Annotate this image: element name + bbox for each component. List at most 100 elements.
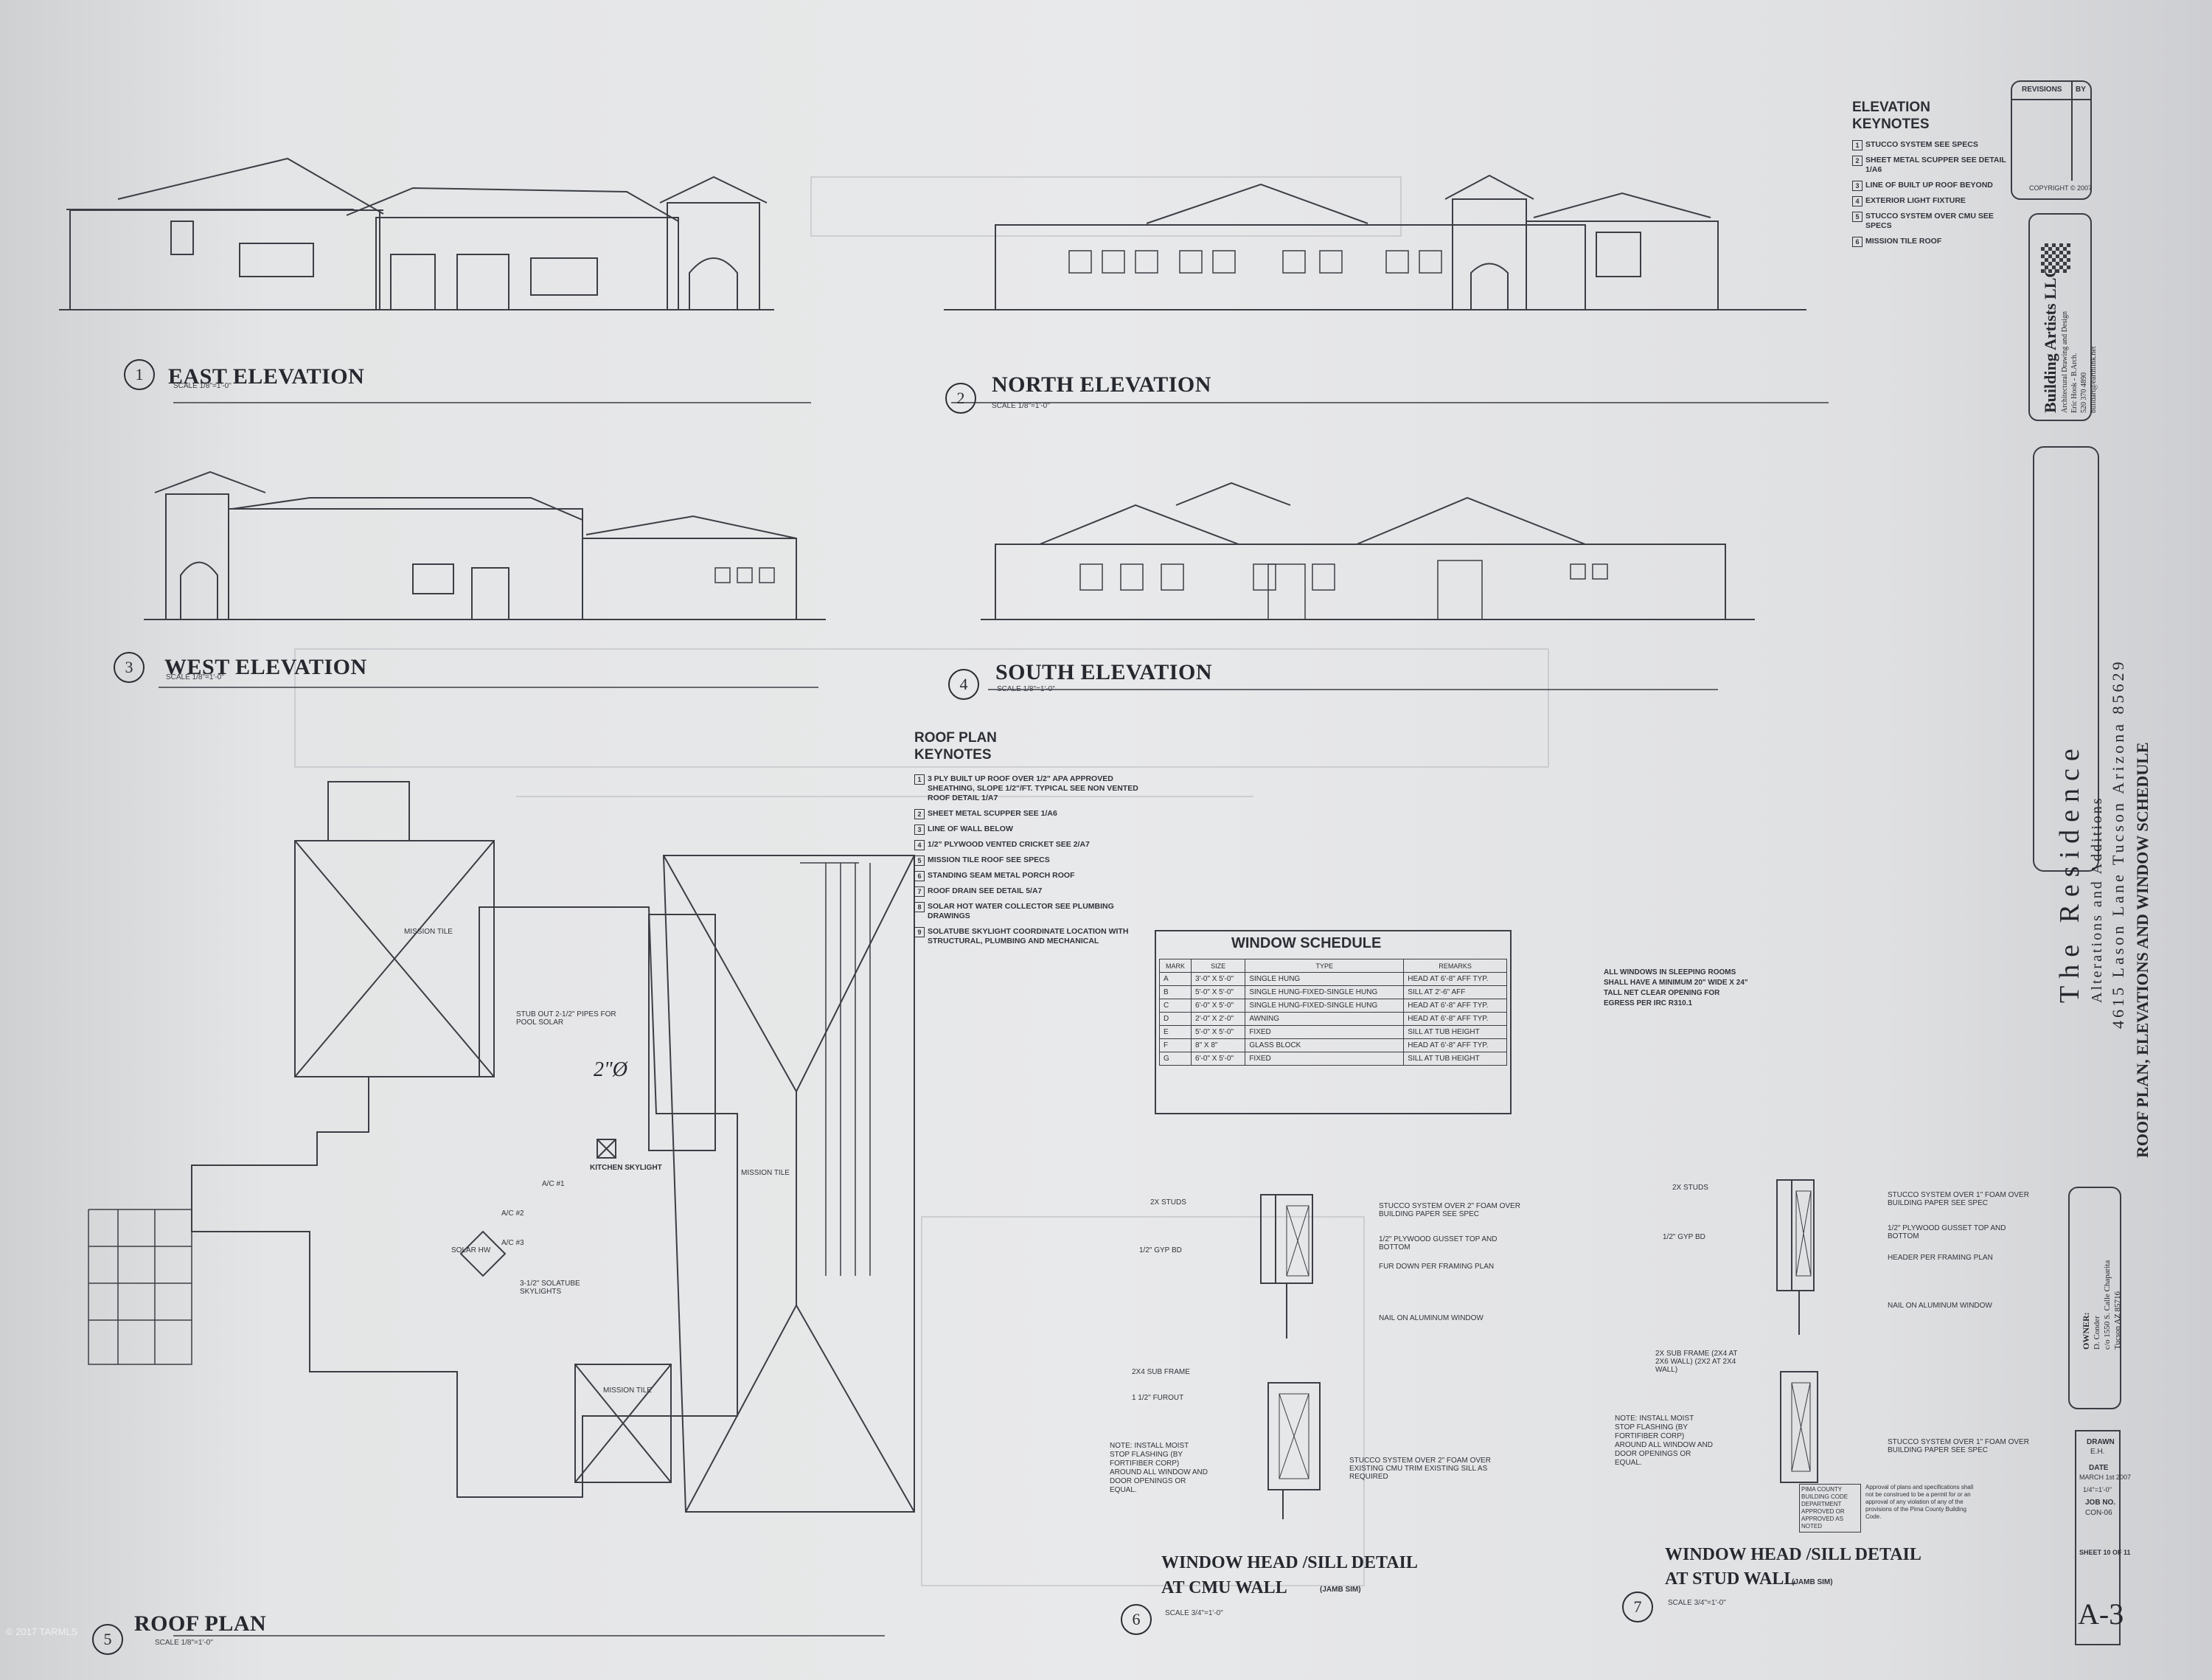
detail-stud-scale: SCALE 3/4"=1'-0": [1668, 1599, 1726, 1607]
date-label: DATE: [2089, 1464, 2109, 1472]
sheet-description: ROOF PLAN, ELEVATIONS AND WINDOW SCHEDUL…: [2133, 742, 2152, 1158]
firm-line-3: 520 370 4890: [2080, 372, 2088, 413]
copyright: COPYRIGHT © 2007: [2029, 184, 2092, 192]
west-elevation-scale: SCALE 1/8"=1'-0": [166, 673, 224, 681]
ac3-label: A/C #3: [501, 1239, 524, 1247]
ws-header-remarks: REMARKS: [1403, 959, 1507, 973]
roof-plan-scale: SCALE 1/8"=1'-0": [155, 1639, 213, 1647]
owner-line-2: c/o 1550 S. Calle Chaparita: [2103, 1260, 2112, 1350]
roof-plan-drawing: [88, 781, 915, 1636]
mls-watermark: © 2017 TARMLS: [6, 1626, 78, 1637]
south-elevation-title: SOUTH ELEVATION: [995, 660, 1212, 684]
roof-plan-title: ROOF PLAN: [134, 1611, 267, 1636]
cmu-callout-stucco-top: STUCCO SYSTEM OVER 2" FOAM OVER BUILDING…: [1379, 1202, 1520, 1218]
revisions-label: REVISIONS: [2022, 86, 2062, 94]
cmu-flashing-note: NOTE: INSTALL MOIST STOP FLASHING (BY FO…: [1110, 1442, 1208, 1494]
north-elevation-scale: SCALE 1/8"=1'-0": [992, 402, 1050, 410]
stud-callout-header: HEADER PER FRAMING PLAN: [1888, 1254, 1993, 1262]
cmu-callout-subframe: 2X4 SUB FRAME: [1132, 1368, 1190, 1376]
east-elevation-drawing: [59, 157, 811, 403]
roof-keynotes-title-1: ROOF PLAN: [914, 730, 997, 746]
cmu-callout-studs: 2X STUDS: [1150, 1198, 1186, 1207]
roof-plan-number: 5: [92, 1624, 123, 1655]
south-elevation-scale: SCALE 1/8"=1'-0": [997, 685, 1055, 693]
west-elevation-drawing: [144, 471, 826, 688]
cmu-wall-detail-drawing: [1260, 1194, 1321, 1519]
cmu-callout-furdown: FUR DOWN PER FRAMING PLAN: [1379, 1263, 1495, 1271]
approval-note: Approval of plans and specifications sha…: [1865, 1484, 1974, 1520]
south-elevation-drawing: [981, 482, 1755, 690]
drawn-label: DRAWN: [2087, 1438, 2115, 1446]
drawn-value: E.H.: [2090, 1448, 2105, 1456]
stub-out-note: STUB OUT 2-1/2" PIPES FOR POOL SOLAR: [516, 1010, 616, 1027]
stud-callout-nail-on: NAIL ON ALUMINUM WINDOW: [1888, 1302, 1992, 1310]
title-block-frames: [2011, 80, 2121, 1645]
mission-tile-label-1: MISSION TILE: [404, 928, 453, 936]
ws-header-mark: MARK: [1158, 959, 1192, 973]
firm-logo-icon: [2041, 243, 2070, 273]
job-value: CON-06: [2085, 1509, 2112, 1517]
detail-cmu-scale: SCALE 3/4"=1'-0": [1165, 1609, 1223, 1617]
window-schedule-frame: [1155, 930, 1512, 1114]
east-elevation-number: 1: [124, 359, 155, 390]
stud-callout-gyp: 1/2" GYP BD: [1663, 1233, 1705, 1241]
detail-stud-title-1: WINDOW HEAD /SILL DETAIL: [1665, 1545, 1921, 1564]
west-elevation-number: 3: [114, 652, 145, 683]
job-label: JOB NO.: [2085, 1499, 2116, 1507]
sheet-of: SHEET 10 OF 11: [2079, 1549, 2131, 1556]
handwritten-pipe-size: 2"Ø: [594, 1058, 627, 1081]
detail-cmu-title-2: AT CMU WALL: [1161, 1578, 1287, 1597]
egress-note: ALL WINDOWS IN SLEEPING ROOMS SHALL HAVE…: [1604, 968, 1748, 1007]
cmu-callout-furout: 1 1/2" FUROUT: [1132, 1394, 1184, 1402]
solatube-note: 3-1/2" SOLATUBE SKYLIGHTS: [520, 1280, 580, 1296]
cmu-callout-nail-on: NAIL ON ALUMINUM WINDOW: [1379, 1314, 1484, 1322]
north-elevation-drawing: [944, 174, 1829, 403]
stud-callout-gusset: 1/2" PLYWOOD GUSSET TOP AND BOTTOM: [1888, 1224, 2006, 1240]
detail-cmu-number: 6: [1121, 1604, 1152, 1635]
detail-cmu-jamb: (JAMB SIM): [1320, 1586, 1361, 1594]
north-elevation-number: 2: [945, 383, 976, 414]
scale-value: 1/4"=1'-0": [2083, 1486, 2112, 1493]
detail-cmu-title-1: WINDOW HEAD /SILL DETAIL: [1161, 1553, 1418, 1572]
owner-line-3: Tucson AZ 85716: [2113, 1291, 2122, 1350]
stud-flashing-note: NOTE: INSTALL MOIST STOP FLASHING (BY FO…: [1615, 1415, 1713, 1467]
owner-label: OWNER:: [2081, 1312, 2091, 1350]
north-elevation-title: NORTH ELEVATION: [992, 372, 1211, 397]
detail-stud-title-2: AT STUD WALL: [1665, 1569, 1796, 1589]
firm-name: Building Artists LLC: [2041, 265, 2059, 413]
firm-line-2: Eric Hook - B.Arch.: [2070, 353, 2079, 413]
mission-tile-label-2: MISSION TILE: [741, 1169, 790, 1177]
cmu-callout-gyp: 1/2" GYP BD: [1139, 1246, 1182, 1254]
east-elevation-scale: SCALE 1/8"=1'-0": [173, 382, 232, 390]
east-elevation-title: EAST ELEVATION: [168, 364, 365, 389]
ac2-label: A/C #2: [501, 1209, 524, 1218]
approval-stamp: PIMA COUNTY BUILDING CODE DEPARTMENT APP…: [1799, 1484, 1861, 1533]
cmu-callout-gusset: 1/2" PLYWOOD GUSSET TOP AND BOTTOM: [1379, 1235, 1498, 1252]
sheet-number: A-3: [2078, 1597, 2124, 1631]
ws-header-size: SIZE: [1191, 959, 1246, 973]
ws-header-type: TYPE: [1245, 959, 1405, 973]
ac1-label: A/C #1: [542, 1180, 565, 1188]
firm-line-1: Architectural Drawing and Design: [2061, 310, 2069, 413]
roof-keynotes-title-2: KEYNOTES: [914, 747, 992, 763]
